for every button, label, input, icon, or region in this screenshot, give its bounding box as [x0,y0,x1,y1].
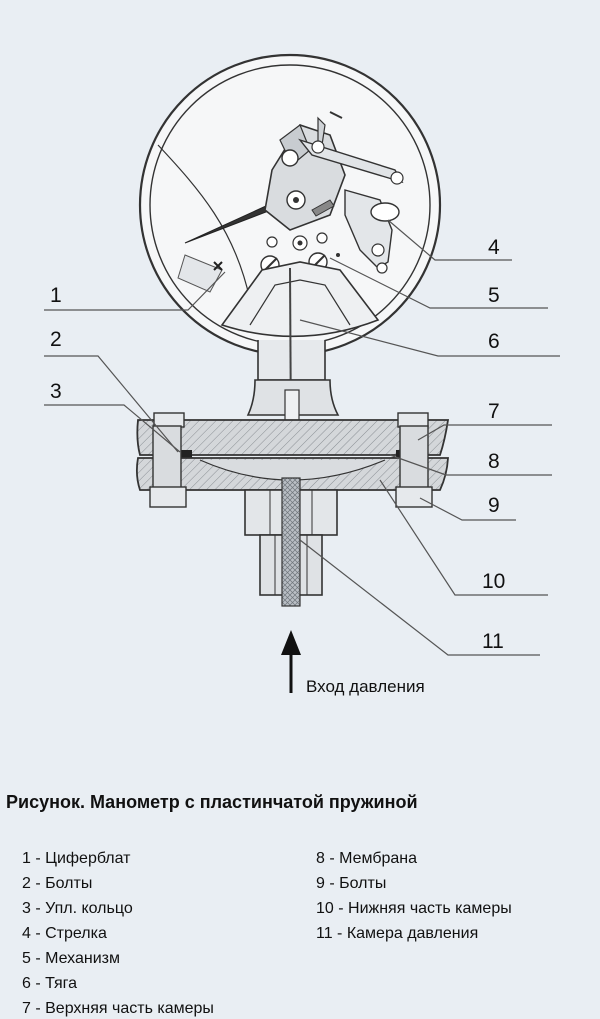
legend-item: 6 - Тяга [22,975,78,992]
gauge-support [220,261,380,381]
legend-item: 11 - Камера давления [316,925,479,942]
legend-item: 5 - Механизм [22,950,120,967]
callout-6: 6 [488,330,500,353]
callout-8: 8 [488,450,500,473]
figure-caption: Рисунок. Манометр с пластинчатой пружино… [6,792,596,1017]
legend-item: 3 - Упл. кольцо [22,900,133,917]
callout-3: 3 [50,380,62,403]
legend-item: 8 - Мембрана [316,850,418,867]
legend-item: 7 - Верхняя часть камеры [22,1000,214,1017]
inlet-arrow-icon [281,630,301,693]
inlet-label: Вход давления [306,677,425,696]
callout-11: 11 [482,630,504,653]
callout-4: 4 [488,236,500,259]
legend-item: 2 - Болты [22,875,93,892]
legend-item: 9 - Болты [316,875,387,892]
legend-item: 10 - Нижняя часть камеры [316,900,512,917]
movement-mechanism [260,111,404,275]
caption-title: Рисунок. Манометр с пластинчатой пружино… [6,792,418,812]
legend: 1 - Циферблат 2 - Болты 3 - Упл. кольцо … [6,819,596,1017]
leader-lines [44,219,560,656]
pressure-gauge-diagram: Вход давления 1 2 3 4 5 6 7 8 9 10 11 [44,53,560,696]
callout-9: 9 [488,494,500,517]
callout-2: 2 [50,328,62,351]
dial [157,144,251,301]
callout-7: 7 [488,400,500,423]
callout-1: 1 [50,284,62,307]
legend-item: 1 - Циферблат [22,850,131,867]
legend-item: 4 - Стрелка [22,925,107,942]
left-bolts [149,412,187,508]
lower-chamber [135,457,449,491]
pressure-chamber [281,477,301,607]
right-bolts [395,412,433,508]
callout-10: 10 [482,570,505,593]
callout-5: 5 [488,284,500,307]
upper-chamber [136,419,450,456]
